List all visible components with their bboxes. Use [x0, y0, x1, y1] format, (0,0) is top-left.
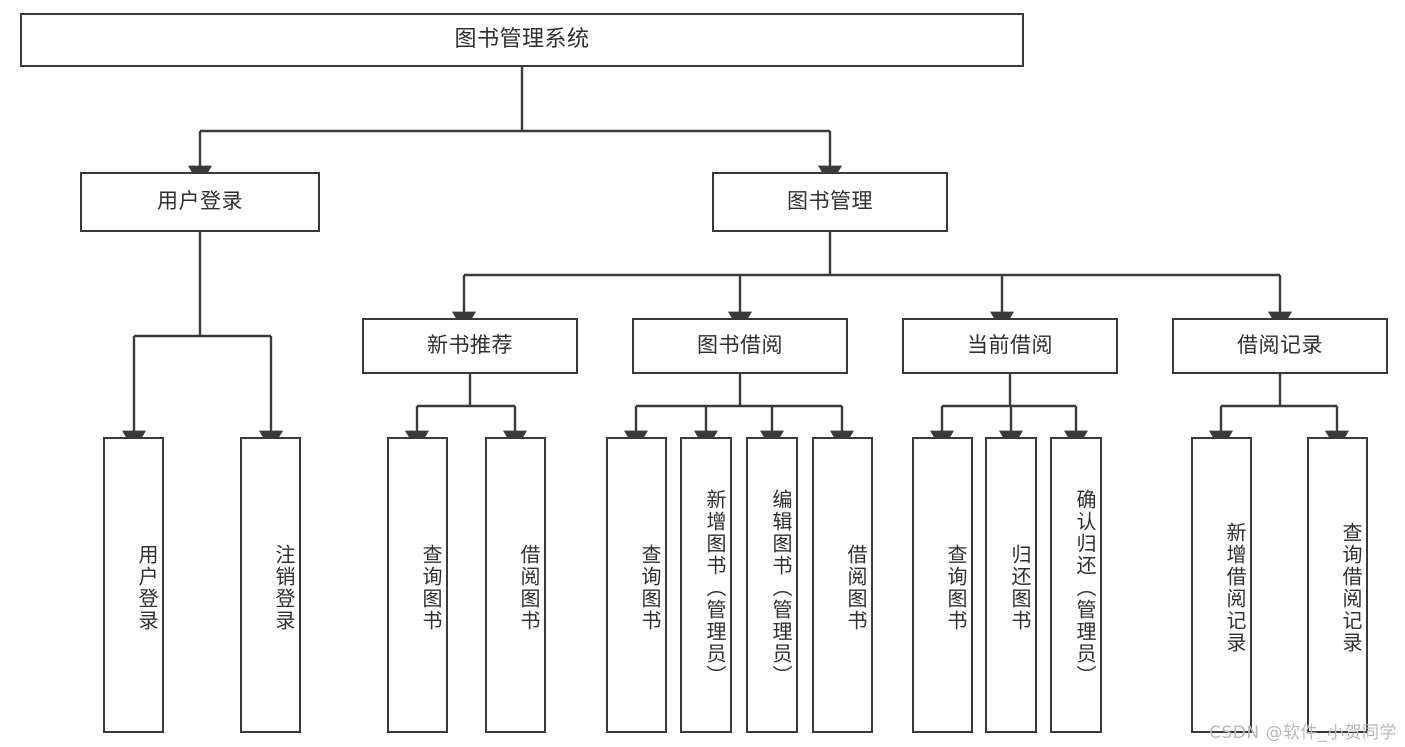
leaf-add-borrow-record[interactable]: 新增借阅记录	[1191, 437, 1252, 733]
leaf-borrow-book-newbook[interactable]: 借阅图书	[485, 437, 546, 733]
node-label: 查询借阅记录	[1339, 522, 1363, 654]
node-new-book-recommend[interactable]: 新书推荐	[362, 318, 578, 374]
leaf-add-book-admin[interactable]: 新增图书（管理员）	[680, 437, 732, 733]
node-label: 新书推荐	[427, 333, 513, 358]
leaf-logout[interactable]: 注销登录	[240, 437, 301, 733]
leaf-return-book[interactable]: 归还图书	[985, 437, 1037, 733]
node-label: 借阅图书	[844, 544, 868, 632]
node-borrow-record[interactable]: 借阅记录	[1172, 318, 1388, 374]
node-user-login[interactable]: 用户登录	[80, 172, 320, 232]
node-book-borrow[interactable]: 图书借阅	[632, 318, 848, 374]
leaf-query-book-borrow[interactable]: 查询图书	[606, 437, 667, 733]
leaf-user-login[interactable]: 用户登录	[103, 437, 164, 733]
node-label: 图书管理系统	[454, 26, 590, 52]
leaf-confirm-return-admin[interactable]: 确认归还（管理员）	[1050, 437, 1102, 733]
node-current-borrow[interactable]: 当前借阅	[902, 318, 1118, 374]
node-root-system[interactable]: 图书管理系统	[20, 13, 1024, 67]
leaf-edit-book-admin[interactable]: 编辑图书（管理员）	[746, 437, 798, 733]
node-label: 查询图书	[944, 544, 968, 632]
node-label: 借阅记录	[1237, 333, 1323, 358]
node-label: 归还图书	[1008, 544, 1032, 632]
node-book-management[interactable]: 图书管理	[712, 172, 948, 232]
node-label: 当前借阅	[967, 333, 1053, 358]
leaf-query-borrow-record[interactable]: 查询借阅记录	[1307, 437, 1368, 733]
node-label: 图书借阅	[697, 333, 783, 358]
leaf-query-book-newbook[interactable]: 查询图书	[387, 437, 448, 733]
node-label: 新增图书（管理员）	[703, 489, 727, 687]
node-label: 用户登录	[135, 544, 159, 632]
csdn-watermark: CSDN @软件_小贺同学	[1209, 723, 1397, 743]
node-label: 确认归还（管理员）	[1073, 489, 1097, 687]
node-label: 注销登录	[272, 544, 296, 632]
node-label: 查询图书	[638, 544, 662, 632]
node-label: 新增借阅记录	[1223, 522, 1247, 654]
node-label: 图书管理	[787, 189, 873, 214]
leaf-query-book-current[interactable]: 查询图书	[912, 437, 973, 733]
leaf-borrow-book[interactable]: 借阅图书	[812, 437, 873, 733]
node-label: 用户登录	[157, 189, 243, 214]
node-label: 查询图书	[419, 544, 443, 632]
node-label: 编辑图书（管理员）	[769, 489, 793, 687]
node-label: 借阅图书	[517, 544, 541, 632]
